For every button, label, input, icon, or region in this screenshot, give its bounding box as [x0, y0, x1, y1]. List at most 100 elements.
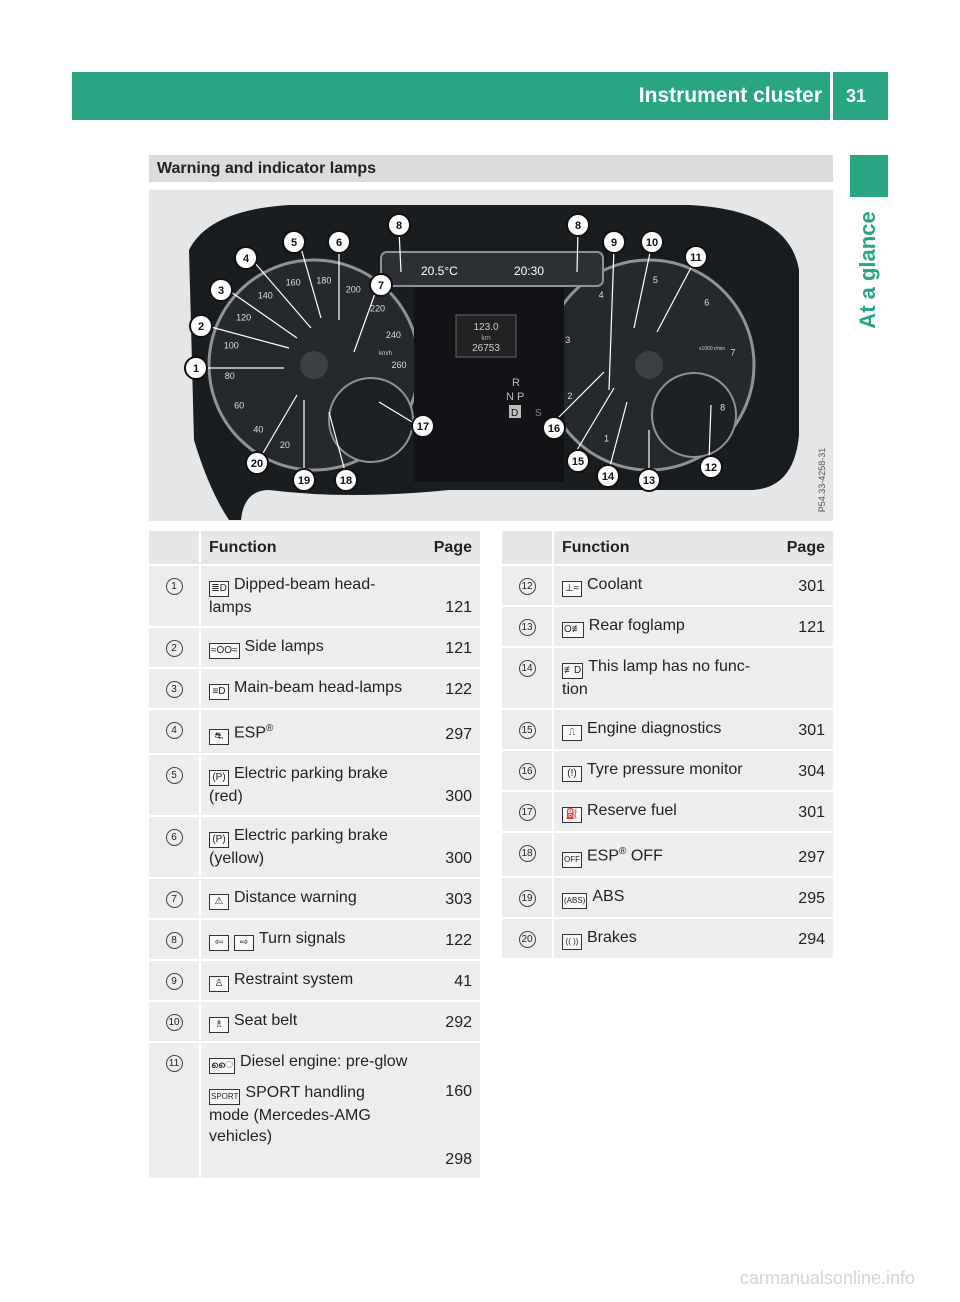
function-suffix: OFF [630, 847, 663, 865]
row-function: (P)Electric parking brake (yellow) [200, 816, 414, 880]
row-page: 121 [414, 565, 480, 628]
function-text: This lamp has no func-tion [562, 658, 751, 698]
row-number: 9 [149, 960, 201, 1003]
instrument-cluster-illustration: 20.5°C 20:30 123.0 km 26753 R N P D S 20… [149, 190, 833, 521]
callout-number: 18 [340, 475, 352, 487]
row-number: 1 [149, 565, 201, 628]
tachometer-unit: x1000 r/min [699, 346, 725, 352]
callout-number: 13 [643, 475, 655, 487]
header-function: Function [553, 531, 767, 566]
side-tab-marker [850, 155, 888, 197]
callout-circle [189, 314, 213, 338]
gear-d-box [509, 405, 521, 418]
distance-warning-icon: ⚠ [209, 894, 229, 911]
function-text: ESP [587, 847, 620, 865]
sport-icon: SPORT [209, 1089, 241, 1106]
header-number [149, 531, 201, 566]
function-text: Seat belt [234, 1012, 298, 1030]
function-text: Coolant [587, 576, 643, 593]
callout-number: 1 [193, 363, 199, 375]
image-code: P54.33-4258-31 [815, 440, 829, 520]
callout-number: 6 [336, 237, 342, 249]
callout-circle [411, 414, 435, 438]
gear-r: R [512, 377, 520, 389]
row-function: ⛽Reserve fuel [553, 791, 767, 833]
function-text: Reserve fuel [587, 802, 677, 819]
row-page: 292 [414, 1001, 480, 1044]
speedometer-tick-label: 260 [391, 360, 406, 370]
row-number: 17 [502, 791, 554, 833]
header-bar [72, 72, 888, 120]
speedometer-tick-label: 220 [370, 303, 385, 313]
row-function: (ABS)ABS [553, 877, 767, 920]
odometer: 26753 [472, 343, 500, 354]
row-function: (( ))Brakes [553, 918, 767, 961]
callout-number: 5 [291, 237, 297, 249]
parking-brake-icon: (P) [209, 770, 229, 787]
callout-number: 16 [548, 423, 560, 435]
dipped-beam-icon: ≣D [209, 581, 229, 597]
function-text: ABS [592, 888, 625, 906]
row-page: 300 [414, 816, 480, 880]
tachometer-tick-label: 1 [604, 434, 609, 444]
function-text: Electric parking brake (red) [209, 765, 388, 806]
row-page: 301 [767, 565, 833, 607]
registered-mark: ® [619, 846, 627, 857]
watermark: carmanualsonline.info [739, 1268, 915, 1288]
trip-unit: km [481, 335, 491, 342]
row-page: 300 [414, 754, 480, 818]
trip-display [455, 314, 517, 358]
callout-circle [292, 468, 316, 492]
table-header-row: Function Page [502, 531, 833, 566]
callout-number: 11 [690, 252, 702, 264]
row-number: 10 [149, 1001, 201, 1044]
tachometer-tick-label: 8 [720, 403, 725, 413]
page-value-2: 298 [445, 1151, 472, 1169]
row-function: ♙ Restraint system [200, 960, 414, 1003]
row-page: 297 [414, 709, 480, 756]
table-row: 8 ⇦⇨Turn signals 122 [149, 919, 480, 962]
abs-icon: (ABS) [562, 893, 588, 910]
function-text: Engine diagnostics [587, 720, 722, 737]
function-text: Restraint system [234, 971, 354, 989]
gear-s: S [535, 408, 542, 419]
speedometer-unit: km/h [379, 351, 392, 357]
trip-value: 123.0 [473, 322, 498, 333]
callout-circle [637, 468, 661, 492]
callout-number: 19 [298, 475, 310, 487]
row-page: 301 [767, 709, 833, 751]
main-beam-icon: ≡D [209, 684, 229, 700]
callout-number: 2 [198, 321, 204, 333]
callout-circle [245, 451, 269, 475]
function-text: Diesel engine: pre-glow [240, 1053, 408, 1071]
row-number: 6 [149, 816, 201, 880]
row-number: 3 [149, 668, 201, 710]
restraint-system-icon: ♙ [209, 976, 229, 993]
table-row: 7 ⚠Distance warning 303 [149, 878, 480, 921]
function-table-right: Function Page 12 ⊥≈Coolant 301 13 O≢Rear… [502, 531, 833, 961]
function-text: ESP [234, 724, 267, 742]
table-row: 5 (P)Electric parking brake (red) 300 [149, 754, 480, 818]
row-number: 8 [149, 919, 201, 962]
row-function: ≈OO≈Side lamps [200, 627, 414, 669]
speedometer-tick-label: 20 [280, 440, 290, 450]
row-function: O≢Rear foglamp [553, 606, 767, 648]
callout-number: 8 [396, 220, 402, 232]
seat-belt-icon: ♗ [209, 1017, 229, 1034]
section-title: Warning and indicator lamps [149, 155, 833, 182]
tachometer-tick-label: 3 [565, 335, 570, 345]
row-number: 20 [502, 918, 554, 961]
gear-d: D [511, 408, 518, 419]
function-text: Dipped-beam head-lamps [209, 576, 376, 616]
function-text-2: SPORT handling mode (Mercedes-AMG vehicl… [209, 1084, 371, 1146]
callout-circle [184, 356, 208, 380]
